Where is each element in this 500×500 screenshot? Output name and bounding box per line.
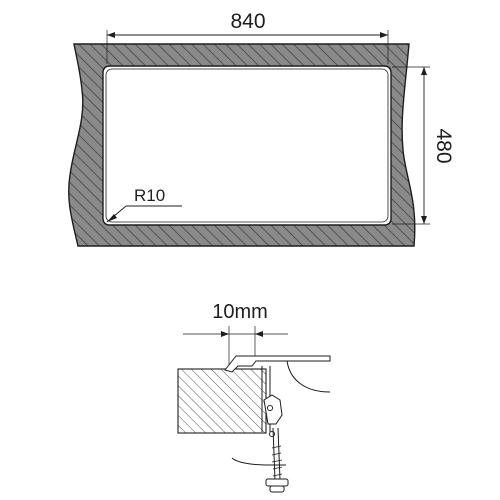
gap-dimension: 10mm	[183, 301, 288, 368]
worktop-block	[177, 368, 267, 434]
radius-label: R10	[134, 186, 165, 205]
height-dimension: 480	[392, 66, 455, 225]
sink-rim-profile	[224, 355, 331, 373]
radius-callout: R10	[106, 186, 182, 223]
height-label: 480	[432, 128, 455, 163]
clamp-hole-lower	[268, 430, 276, 438]
sink-opening-edge	[105, 68, 389, 223]
width-label: 840	[230, 10, 265, 33]
worktop-section	[68, 43, 416, 247]
width-dimension: 840	[106, 10, 389, 64]
mounting-detail: 10mm	[177, 301, 331, 493]
sink-bowl-wall	[286, 360, 331, 393]
clamp-tab	[263, 394, 283, 425]
clamp-lower-hook	[231, 457, 286, 466]
gap-label: 10mm	[212, 301, 268, 323]
clamp-hole	[266, 404, 274, 412]
top-view: 840 480 R10	[68, 10, 455, 247]
clamp-screw	[265, 427, 289, 493]
